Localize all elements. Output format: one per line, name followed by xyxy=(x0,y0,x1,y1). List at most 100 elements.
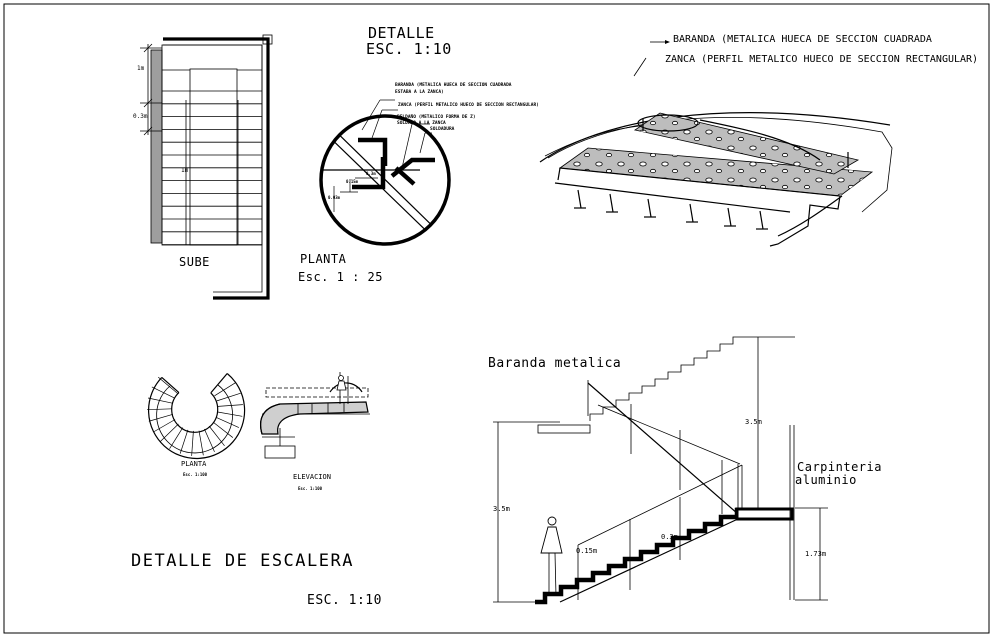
plan-outer-wall xyxy=(163,37,270,300)
sheet-scale: ESC. 1:10 xyxy=(307,593,382,608)
spiral-tread xyxy=(217,411,243,417)
spiral-plan-title: PLANTA xyxy=(181,460,207,468)
detail-leader xyxy=(401,123,413,169)
plan-outline xyxy=(161,44,263,246)
spiral-plan-scale: Esc. 1:100 xyxy=(183,472,208,477)
elev-figure-body xyxy=(336,380,347,391)
spiral-tread xyxy=(216,392,241,402)
elev-spiral-band xyxy=(259,401,369,435)
iso-leg xyxy=(577,189,582,209)
spiral-end xyxy=(161,376,180,394)
spiral-elev-title: ELEVACION xyxy=(293,473,331,481)
section-dim-3-5m-right: 3.5m xyxy=(745,418,762,426)
spiral-outer-arc xyxy=(148,373,246,459)
iso-leg xyxy=(759,210,764,230)
section-drawing xyxy=(493,336,828,605)
iso-leg xyxy=(647,198,652,218)
spiral-inner-arc xyxy=(171,392,219,433)
iso-stringer xyxy=(557,167,841,247)
iso-ground-curve xyxy=(547,117,893,213)
section-dim-0-3m: 0.3m xyxy=(661,533,678,541)
lower-stair-profile xyxy=(535,507,740,605)
middle-step xyxy=(352,157,386,190)
section-dim-1-73m: 1.73m xyxy=(805,550,827,558)
detail-leader xyxy=(371,109,383,139)
plan-dim-1m: 1m xyxy=(137,65,145,72)
iso-note-baranda: BARANDA (METALICA HUECA DE SECCION CUADR… xyxy=(673,34,932,45)
figure-coat xyxy=(540,526,563,554)
iso-leader xyxy=(633,57,647,77)
stringer-soffit xyxy=(559,517,741,603)
figure-leg xyxy=(554,552,557,597)
elev-spiral-edge xyxy=(259,403,281,435)
spiral-tread xyxy=(147,408,173,411)
plan-dim-tick xyxy=(143,43,153,53)
elev-figure-head xyxy=(338,375,344,381)
detail-leader xyxy=(361,99,381,131)
iso-stringer xyxy=(777,195,843,237)
plan-dim-0-3m: 0.3m xyxy=(133,113,148,120)
sheet-title: DETALLE DE ESCALERA xyxy=(131,551,354,571)
spiral-tread xyxy=(217,404,243,407)
section-railing-label: Baranda metalica xyxy=(488,356,622,371)
spiral-tread xyxy=(148,414,173,422)
iso-rail-loop xyxy=(637,114,699,132)
mid-landing xyxy=(735,507,794,521)
detail-note-3: ZANCA (PERFIL METALICO HUECO DE SECCION … xyxy=(398,103,539,108)
sheet-border xyxy=(3,3,990,634)
plan-dim-1m-inner: 1m xyxy=(181,167,189,174)
plan-sube-label: SUBE xyxy=(179,255,210,269)
detail-note-5: SOLDADO A LA ZANCA xyxy=(397,121,446,126)
plan-inner-wall xyxy=(163,44,263,293)
spiral-tread xyxy=(151,386,175,399)
detail-leader xyxy=(419,132,426,154)
spiral-tread xyxy=(160,423,179,442)
plan-wall xyxy=(150,49,163,244)
iso-legs xyxy=(574,189,768,230)
elev-base xyxy=(264,445,296,459)
plan-dim-tick xyxy=(143,98,153,108)
spiral-tread xyxy=(204,428,215,452)
iso-view-drawing xyxy=(539,40,893,247)
arrow-head xyxy=(665,40,670,44)
iso-ground-curve xyxy=(544,125,641,157)
detail-circle-drawing xyxy=(319,99,451,246)
spiral-tread xyxy=(212,421,234,438)
spiral-tread xyxy=(179,429,189,454)
section-rail-diagonal xyxy=(587,382,739,515)
plan-treads xyxy=(162,69,262,246)
section-rail xyxy=(597,404,741,465)
plan-corner-post xyxy=(262,34,273,45)
section-dim-0-15m: 0.15m xyxy=(576,547,598,555)
plan-title: PLANTA xyxy=(300,252,347,266)
detail-note-1: BARANDA (METALICA HUECA DE SECCION CUADR… xyxy=(395,83,512,88)
spiral-elevation-drawing xyxy=(259,372,370,459)
spiral-tread xyxy=(191,430,194,456)
iso-leg xyxy=(727,207,732,227)
detail-note-2: ESTABA A LA ZANCA) xyxy=(395,90,444,95)
detail-title: DETALLE xyxy=(368,24,435,42)
spiral-tread xyxy=(169,427,184,449)
spiral-end xyxy=(210,373,228,394)
detail-note-4: PELDAÑO (METALICO FORMA DE Z) xyxy=(397,115,476,120)
iso-leg xyxy=(689,203,694,223)
elev-landing xyxy=(265,387,369,398)
lower-handrail xyxy=(577,464,743,546)
spiral-tread xyxy=(208,425,225,447)
spiral-elev-scale: Esc. 1:100 xyxy=(298,486,323,491)
detail-dim-0-03m: 0.03m xyxy=(328,195,341,200)
detail-leaders xyxy=(333,99,432,212)
detail-circle xyxy=(319,114,451,246)
weld-bar xyxy=(394,166,416,186)
detail-dim-0-15m: 0.15m xyxy=(346,179,359,184)
spiral-treads xyxy=(147,376,243,456)
stringer-line xyxy=(321,117,449,244)
section-dim-3-5m-left: 3.5m xyxy=(493,505,510,513)
spiral-mid-arc xyxy=(156,384,234,454)
detail-note-6: SOLDADURA xyxy=(430,127,455,132)
elev-top-curve xyxy=(329,382,363,393)
iso-rail-curve xyxy=(699,119,821,161)
section-upper-landing xyxy=(537,424,591,434)
